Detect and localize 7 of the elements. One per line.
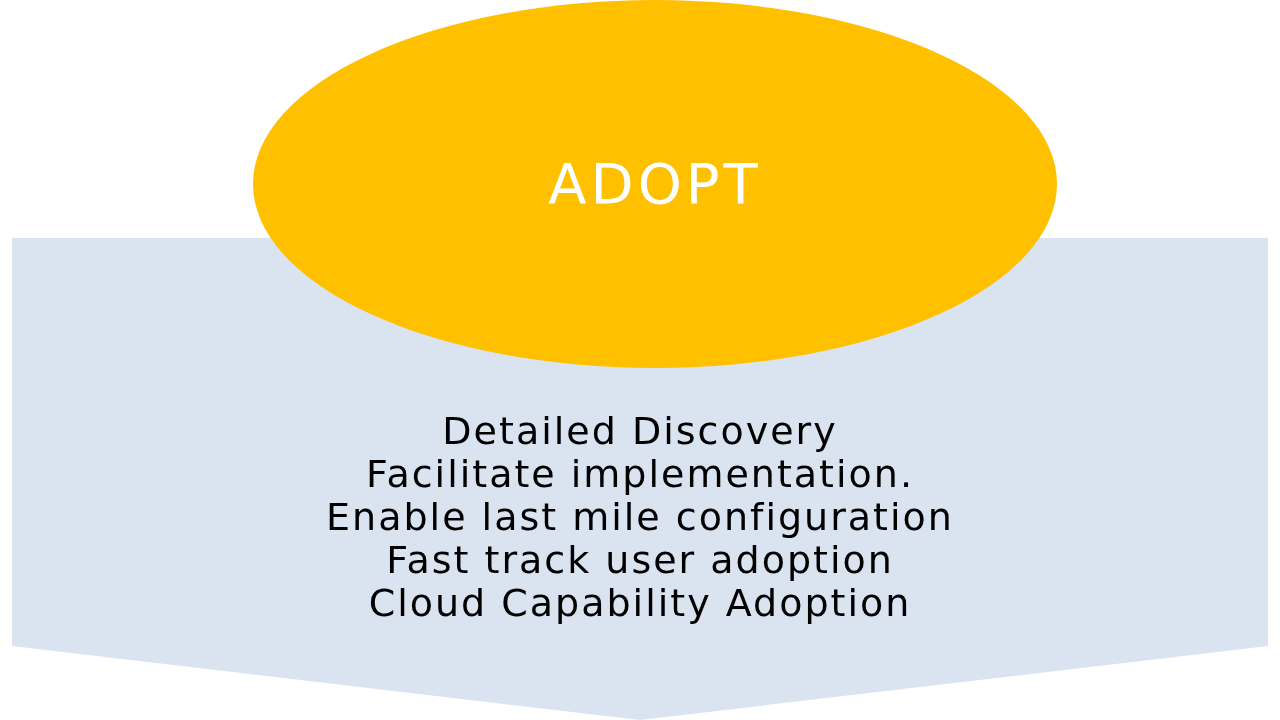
activity-text: Cloud Capability Adoption (368, 581, 912, 625)
stage-circle (253, 0, 1057, 368)
stage-title: ADOPT (548, 150, 762, 218)
activity-text: Enable last mile configuration (326, 495, 954, 539)
activity-text: Facilitate implementation. (366, 452, 914, 496)
activity-text: Detailed Discovery (442, 410, 838, 453)
activity-text: Fast track user adoption (386, 538, 894, 582)
